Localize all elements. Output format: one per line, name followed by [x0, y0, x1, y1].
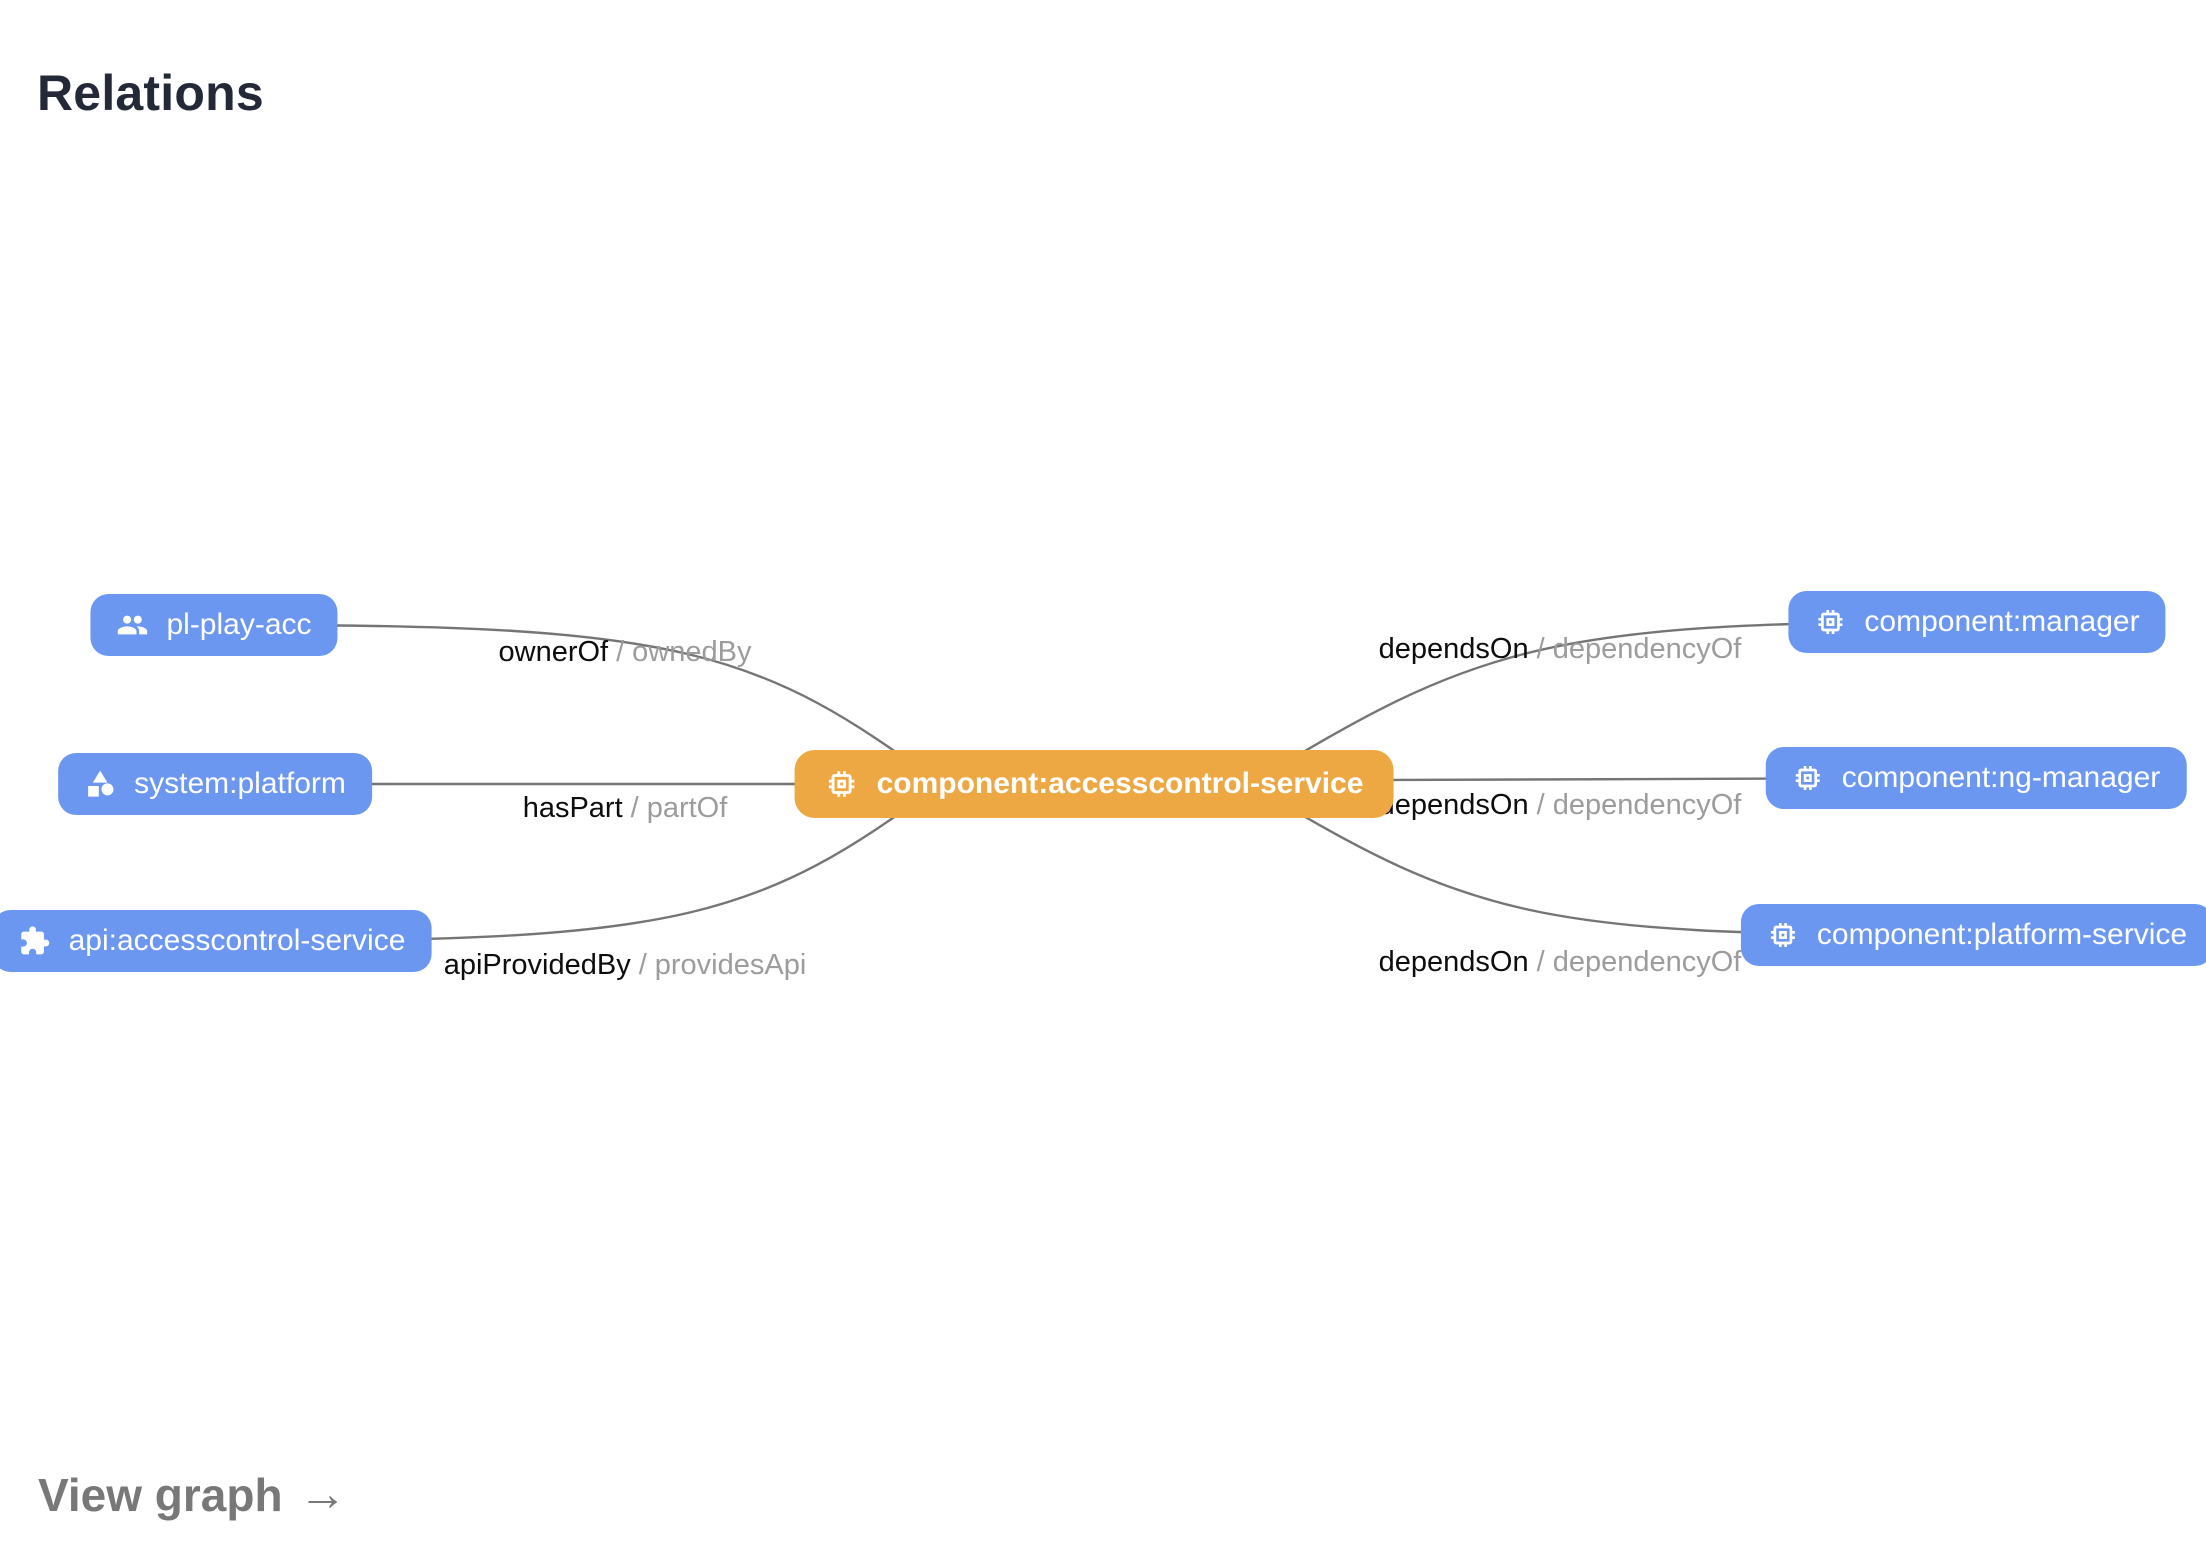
entity-node-label: pl-play-acc: [166, 608, 312, 641]
edge-label-dependson-ng-manager: dependsOn/dependencyOf: [1379, 789, 1742, 822]
category-icon: [84, 768, 116, 800]
page-title: Relations: [37, 64, 264, 121]
relation-reverse: dependencyOf: [1552, 633, 1742, 665]
relation-separator: /: [1536, 633, 1545, 665]
entity-node-component-manager[interactable]: component:manager: [1788, 591, 2166, 653]
arrow-right-icon: →: [298, 1468, 347, 1521]
edge-label-apiprovidedby: apiProvidedBy/providesApi: [444, 949, 807, 982]
relation-separator: /: [1536, 789, 1545, 821]
entity-node-pl-play-acc[interactable]: pl-play-acc: [90, 594, 338, 656]
entity-node-component-ng-manager[interactable]: component:ng-manager: [1765, 747, 2187, 809]
relation-reverse: dependencyOf: [1552, 789, 1742, 821]
puzzle-icon: [19, 925, 51, 957]
view-graph-link[interactable]: View graph →: [38, 1468, 347, 1522]
relation-separator: /: [630, 792, 639, 824]
relation-forward: ownerOf: [498, 636, 609, 668]
relation-reverse: dependencyOf: [1552, 946, 1742, 978]
chip-icon: [825, 767, 859, 801]
entity-node-label: system:platform: [134, 767, 346, 800]
chip-icon: [1767, 919, 1799, 951]
entity-node-label: component:platform-service: [1816, 918, 2188, 951]
entity-node-system-platform[interactable]: system:platform: [58, 753, 372, 815]
entity-node-api-accesscontrol-service[interactable]: api:accesscontrol-service: [0, 910, 432, 972]
relation-separator: /: [1536, 946, 1545, 978]
relation-separator: /: [638, 949, 647, 981]
chip-icon: [1792, 762, 1824, 794]
edge-label-ownerof: ownerOf/ownedBy: [499, 636, 752, 669]
entity-node-label: component:accesscontrol-service: [876, 767, 1364, 800]
entity-node-label: component:ng-manager: [1841, 761, 2161, 794]
group-icon: [116, 609, 148, 641]
relation-forward: dependsOn: [1378, 946, 1529, 978]
edge-line-ownerof: [249, 623, 941, 785]
edge-label-dependson-platform-service: dependsOn/dependencyOf: [1379, 946, 1742, 979]
chip-icon: [1814, 606, 1846, 638]
relation-forward: hasPart: [522, 792, 623, 824]
entity-node-component-accesscontrol-service[interactable]: component:accesscontrol-service: [794, 750, 1394, 818]
relation-forward: dependsOn: [1378, 789, 1529, 821]
relation-forward: apiProvidedBy: [443, 949, 631, 981]
entity-node-component-platform-service[interactable]: component:platform-service: [1740, 904, 2206, 966]
relation-reverse: ownedBy: [632, 636, 752, 668]
relation-forward: dependsOn: [1378, 633, 1529, 665]
edge-label-dependson-manager: dependsOn/dependencyOf: [1379, 633, 1742, 666]
relation-reverse: providesApi: [654, 949, 807, 981]
relation-separator: /: [616, 636, 625, 668]
relation-reverse: partOf: [646, 792, 728, 824]
entity-node-label: api:accesscontrol-service: [68, 924, 406, 957]
view-graph-label: View graph: [38, 1469, 283, 1521]
entity-node-label: component:manager: [1864, 605, 2140, 638]
edge-label-haspart: hasPart/partOf: [523, 792, 728, 825]
